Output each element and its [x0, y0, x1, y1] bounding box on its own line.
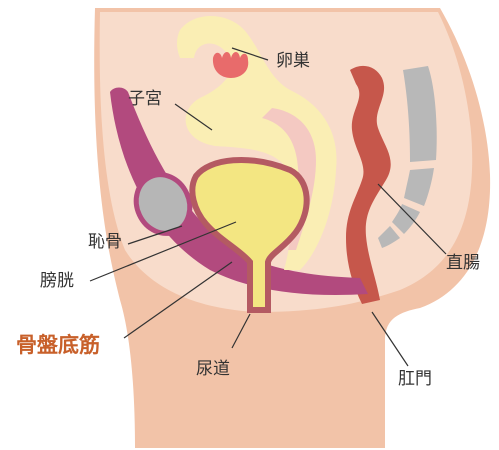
label-uterus: 子宮 — [128, 89, 162, 109]
label-bladder: 膀胱 — [40, 271, 74, 291]
label-anus: 肛門 — [398, 369, 432, 389]
label-rectum: 直腸 — [446, 253, 480, 273]
label-pelvic-floor: 骨盤底筋 — [16, 333, 100, 357]
label-ovary: 卵巣 — [276, 51, 310, 71]
label-urethra: 尿道 — [196, 359, 230, 379]
label-pubic-bone: 恥骨 — [88, 232, 122, 252]
